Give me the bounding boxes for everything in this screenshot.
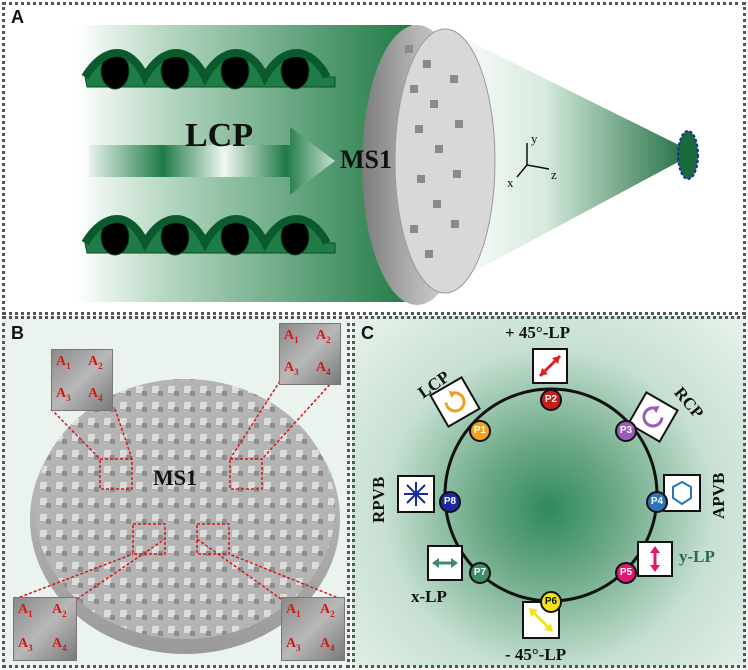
inset-label-a4: A4 bbox=[320, 636, 335, 653]
radial-vector-icon bbox=[399, 477, 433, 511]
node-p2: P2 bbox=[540, 389, 562, 411]
inset-label-a4: A4 bbox=[316, 360, 331, 377]
inset-bottom-right: A1 A2 A3 A4 bbox=[281, 597, 345, 661]
state-label-xlp: x-LP bbox=[411, 587, 447, 607]
inset-label-a1: A1 bbox=[284, 328, 299, 345]
inset-label-a2: A2 bbox=[316, 328, 331, 345]
inset-label-a1: A1 bbox=[18, 602, 33, 619]
inset-label-a2: A2 bbox=[52, 602, 67, 619]
inset-label-a3: A3 bbox=[18, 636, 33, 653]
inset-top-right: A1 A2 A3 A4 bbox=[279, 323, 341, 385]
focal-spot bbox=[678, 131, 698, 179]
inset-label-a3: A3 bbox=[56, 386, 71, 403]
panel-b: B bbox=[2, 316, 350, 668]
inset-bottom-left: A1 A2 A3 A4 bbox=[13, 597, 77, 661]
axis-x-label: x bbox=[507, 175, 514, 191]
state-box-rpvb bbox=[397, 475, 435, 513]
inset-label-a2: A2 bbox=[88, 354, 103, 371]
inset-label-a3: A3 bbox=[286, 636, 301, 653]
node-p6: P6 bbox=[540, 591, 562, 613]
horizontal-arrow-icon bbox=[429, 547, 461, 579]
diagonal-arrow-icon bbox=[534, 350, 566, 382]
node-p1: P1 bbox=[469, 420, 491, 442]
node-p7: P7 bbox=[469, 562, 491, 584]
ms1-label: MS1 bbox=[340, 145, 392, 175]
state-label-ylp: y-LP bbox=[679, 547, 715, 567]
state-label-rpvb: RPVB bbox=[369, 477, 389, 523]
state-label-top: + 45°-LP bbox=[505, 323, 570, 343]
azimuthal-vector-icon bbox=[665, 476, 699, 510]
state-label-bottom: - 45°-LP bbox=[505, 645, 566, 665]
axis-z-label: z bbox=[551, 167, 557, 183]
inset-label-a4: A4 bbox=[52, 636, 67, 653]
axis-y-label: y bbox=[531, 131, 538, 147]
inset-label-a4: A4 bbox=[88, 386, 103, 403]
state-box-ylp bbox=[637, 541, 673, 577]
state-box-top bbox=[532, 348, 568, 384]
ms1-label-b: MS1 bbox=[153, 465, 197, 491]
lcp-label: LCP bbox=[185, 117, 253, 155]
node-p4: P4 bbox=[646, 491, 668, 513]
panel-a: A bbox=[2, 2, 746, 315]
inset-label-a1: A1 bbox=[286, 602, 301, 619]
node-p8: P8 bbox=[439, 491, 461, 513]
panel-c: C + 45°-LP LCP RCP APVB bbox=[352, 316, 746, 668]
inset-label-a2: A2 bbox=[320, 602, 335, 619]
vertical-arrow-icon bbox=[639, 543, 671, 575]
node-p5: P5 bbox=[615, 562, 637, 584]
inset-label-a3: A3 bbox=[284, 360, 299, 377]
state-label-apvb: APVB bbox=[709, 473, 729, 519]
state-box-xlp bbox=[427, 545, 463, 581]
state-box-apvb bbox=[663, 474, 701, 512]
inset-label-a1: A1 bbox=[56, 354, 71, 371]
inset-top-left: A1 A2 A3 A4 bbox=[51, 349, 113, 411]
node-p3: P3 bbox=[615, 420, 637, 442]
